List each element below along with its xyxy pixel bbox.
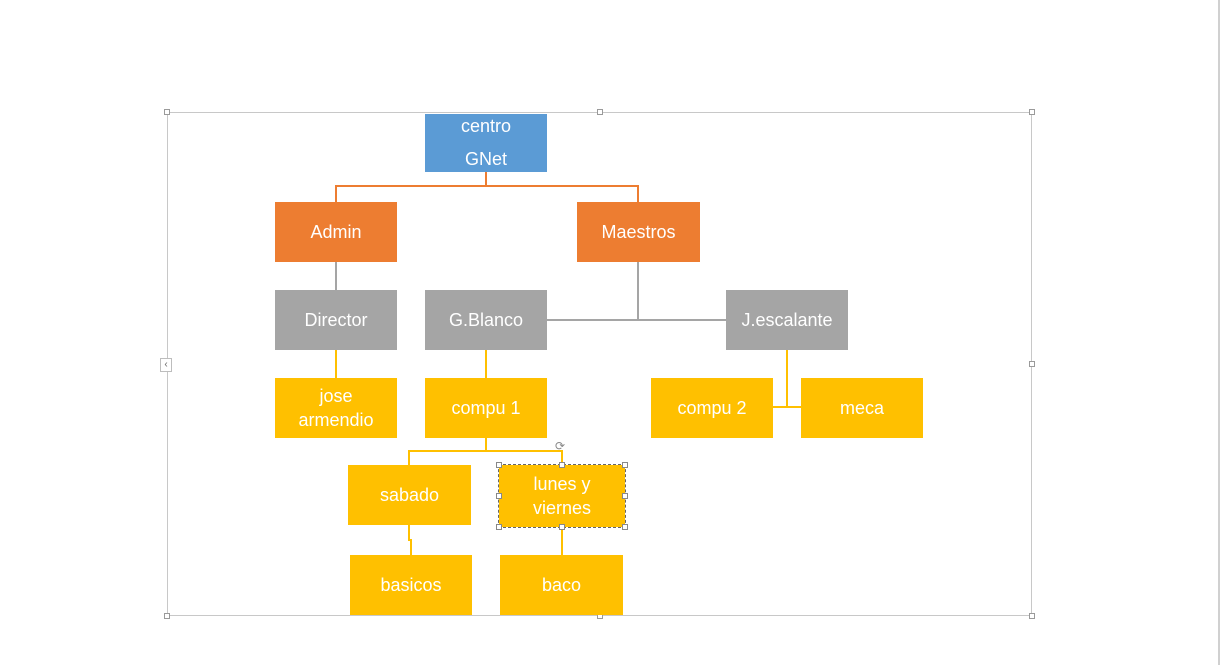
rotate-handle-icon[interactable]: ⟳ xyxy=(555,439,566,453)
frame-handle-mr[interactable] xyxy=(1029,361,1035,367)
selection-handle-ml[interactable] xyxy=(496,493,502,499)
connector-centro-admin xyxy=(335,172,487,202)
node-meca[interactable]: meca xyxy=(801,378,923,438)
selection-handle-br[interactable] xyxy=(622,524,628,530)
connector-sabado-basicos xyxy=(408,525,412,555)
selection-handle-mr[interactable] xyxy=(622,493,628,499)
connector-compu1-lunes xyxy=(486,450,563,465)
window-edge xyxy=(1218,0,1220,665)
node-gblanco[interactable]: G.Blanco xyxy=(425,290,547,350)
frame-handle-tr[interactable] xyxy=(1029,109,1035,115)
selection-handle-bm[interactable] xyxy=(559,524,565,530)
node-centro-gnet[interactable]: centro GNet xyxy=(425,114,547,172)
node-jose-armendio[interactable]: jose armendio xyxy=(275,378,397,438)
selection-handle-tm[interactable] xyxy=(559,462,565,468)
connector-centro-maestros xyxy=(486,185,639,202)
node-compu2[interactable]: compu 2 xyxy=(651,378,773,438)
selection-handle-bl[interactable] xyxy=(496,524,502,530)
frame-handle-bl[interactable] xyxy=(164,613,170,619)
frame-handle-br[interactable] xyxy=(1029,613,1035,619)
selection-handle-tr[interactable] xyxy=(622,462,628,468)
node-lunes-y-viernes[interactable]: lunes y viernes xyxy=(498,464,626,528)
node-jescalante[interactable]: J.escalante xyxy=(726,290,848,350)
node-basicos[interactable]: basicos xyxy=(350,555,472,615)
node-sabado[interactable]: sabado xyxy=(348,465,471,525)
node-admin[interactable]: Admin xyxy=(275,202,397,262)
node-baco[interactable]: baco xyxy=(500,555,623,615)
node-maestros[interactable]: Maestros xyxy=(577,202,700,262)
node-director[interactable]: Director xyxy=(275,290,397,350)
chevron-left-icon[interactable]: ‹ xyxy=(160,358,172,372)
frame-handle-tl[interactable] xyxy=(164,109,170,115)
selection-handle-tl[interactable] xyxy=(496,462,502,468)
node-compu1[interactable]: compu 1 xyxy=(425,378,547,438)
frame-handle-tm[interactable] xyxy=(597,109,603,115)
connector-compu1-sabado xyxy=(408,438,487,465)
